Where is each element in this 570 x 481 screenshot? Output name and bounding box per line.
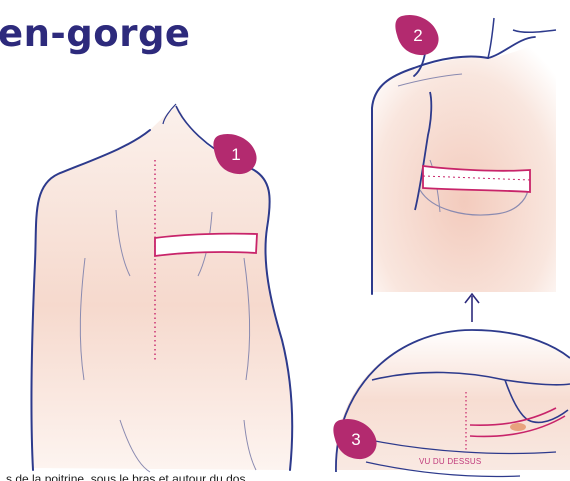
back-tape-band [155, 234, 257, 256]
badge-2: 2 [408, 26, 428, 46]
footer-text: s de la poitrine, sous le bras et autour… [6, 468, 346, 481]
top-view-caption: VU DU DESSUS [419, 457, 481, 466]
arrow-up-icon [465, 294, 479, 322]
badge-3: 3 [346, 430, 366, 450]
badge-1: 1 [226, 145, 246, 165]
front-figure [372, 18, 556, 294]
